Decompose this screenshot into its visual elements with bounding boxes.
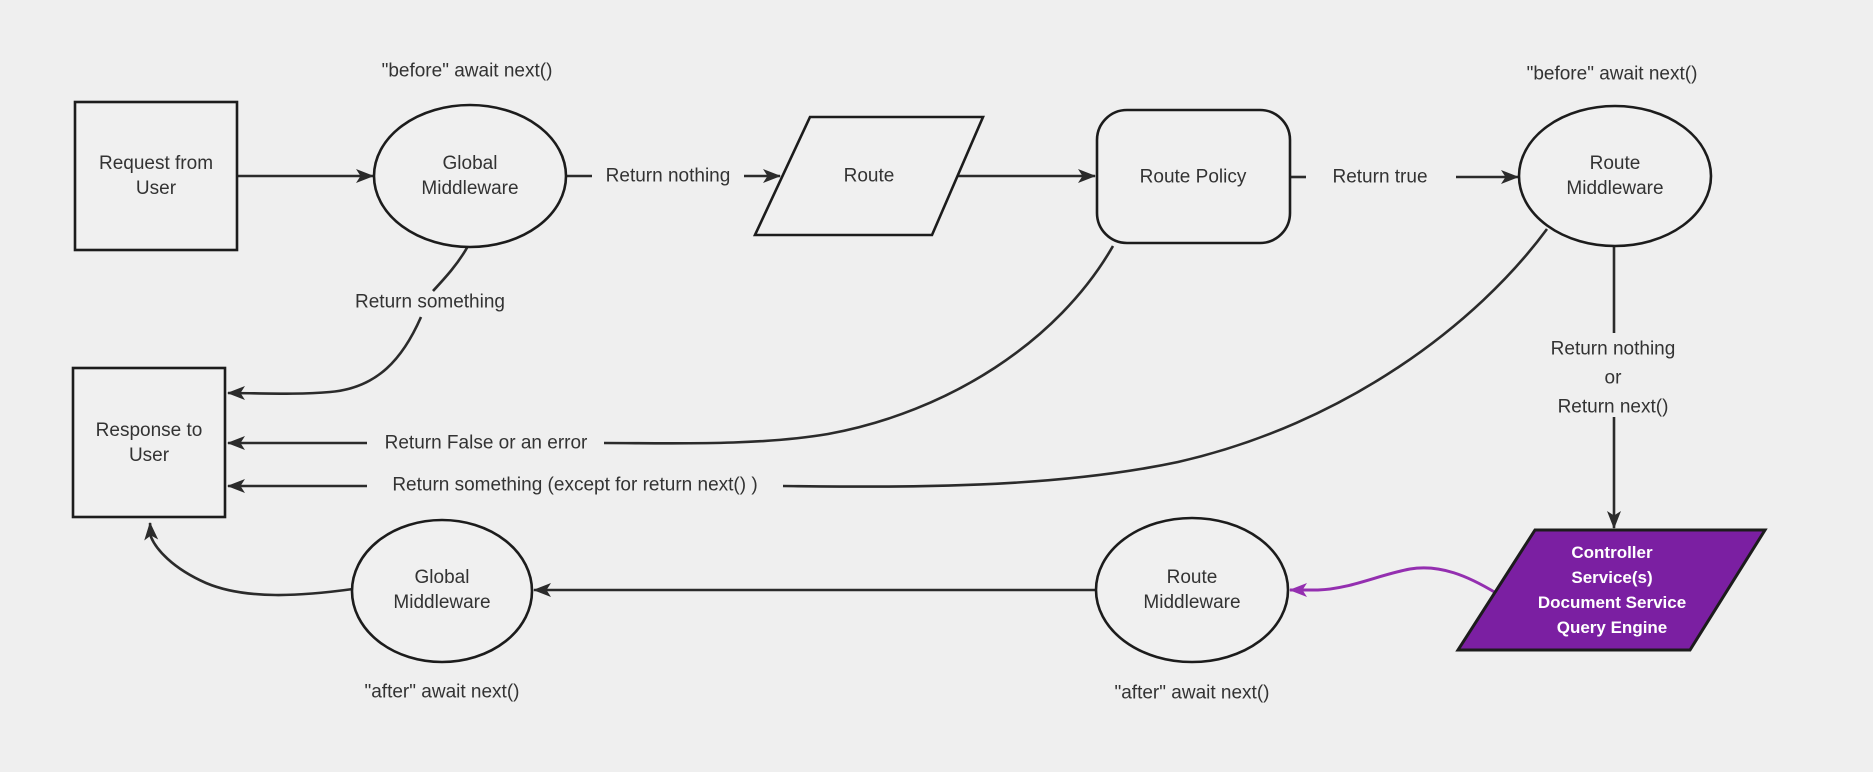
node-global-middleware-bottom	[350, 518, 534, 664]
node-route	[752, 115, 985, 237]
node-label-route: Route	[843, 165, 895, 187]
node-label-global-middleware-top: Global Middleware	[421, 153, 519, 199]
node-global-middleware-top	[372, 103, 568, 249]
edge-label-after-await-next-global: "after" await next()	[364, 681, 520, 703]
edge-global-middleware-return-something-to-response	[227, 316, 423, 401]
node-request-from-user	[73, 100, 239, 252]
node-label-route-middleware-bottom: Route Middleware	[1143, 567, 1241, 613]
node-route-middleware-bottom	[1094, 516, 1290, 664]
edge-label-return-something-except: Return something (except for return next…	[392, 474, 758, 496]
node-label-route-policy: Route Policy	[1139, 166, 1247, 188]
edge-global-middleware-return-something-top-segment	[432, 245, 470, 292]
edge-route-middleware-return-something-curve	[782, 228, 1549, 488]
edge-label-before-await-next-route: "before" await next()	[1526, 63, 1698, 85]
node-label-response-to-user: Response to User	[95, 420, 203, 466]
node-controller-services	[1455, 528, 1768, 652]
edge-label-return-nothing-or-next: Return nothing or Return next()	[1550, 338, 1676, 418]
node-label-global-middleware-bottom: Global Middleware	[393, 567, 491, 613]
edge-controller-to-route-middleware-bottom	[1289, 566, 1497, 597]
edge-label-after-await-next-route: "after" await next()	[1114, 682, 1270, 704]
edge-label-before-await-next-global: "before" await next()	[381, 60, 553, 82]
edge-route-policy-return-false-curve	[603, 245, 1115, 445]
edge-label-return-something: Return something	[355, 291, 505, 313]
node-route-policy	[1095, 108, 1292, 245]
node-label-request-from-user: Request from User	[98, 153, 214, 199]
node-label-route-middleware-top: Route Middleware	[1566, 153, 1664, 199]
edge-label-return-true: Return true	[1332, 166, 1428, 188]
edge-global-middleware-bottom-to-response	[144, 522, 354, 597]
node-response-to-user	[71, 366, 227, 519]
edge-label-return-false-or-error: Return False or an error	[384, 432, 588, 454]
edge-label-return-nothing: Return nothing	[605, 165, 731, 187]
node-route-middleware-top	[1517, 104, 1713, 248]
node-label-controller-services: Controller Service(s) Document Service Q…	[1537, 543, 1687, 637]
